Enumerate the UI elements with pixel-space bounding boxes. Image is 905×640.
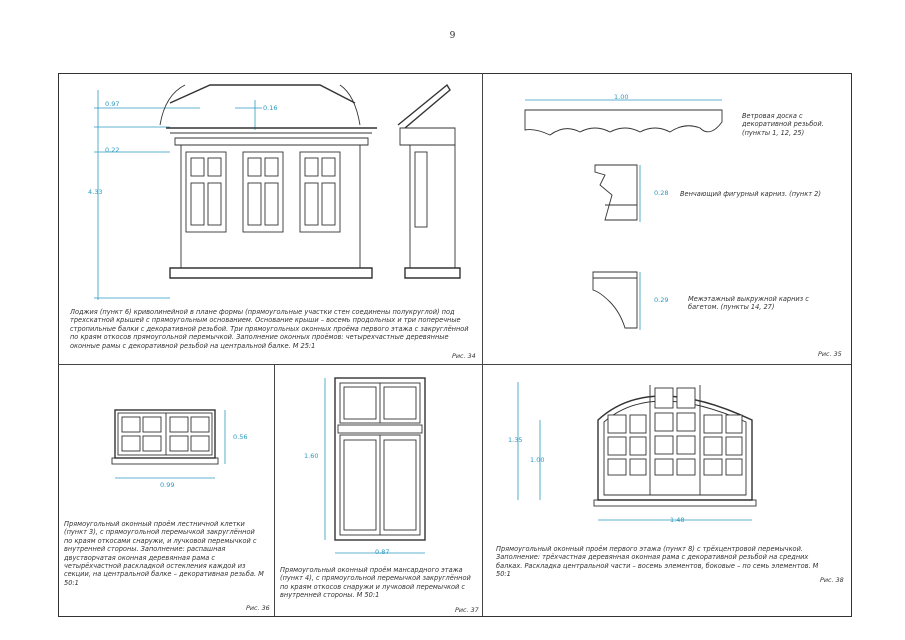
dim-087: 0.87	[375, 548, 390, 556]
dim-016: 0.16	[263, 104, 278, 112]
dim-028: 0.28	[654, 189, 669, 197]
fig37-caption: Прямоугольный оконный проём мансардного …	[280, 566, 471, 600]
grid-vertical-bottom-1	[274, 364, 275, 616]
dim-433: 4.33	[88, 188, 103, 196]
dim-148: 1.48	[670, 516, 685, 524]
dim-100-b: 1.00	[530, 456, 545, 464]
dim-029: 0.29	[654, 296, 669, 304]
page-number: 9	[449, 31, 456, 41]
fig36-label: Рис. 36	[246, 604, 270, 612]
grid-horizontal-middle	[58, 364, 851, 365]
fig35-label: Рис. 35	[818, 350, 842, 358]
drawing-frame	[58, 73, 852, 617]
fig34-label: Рис. 34	[452, 352, 476, 360]
dim-135: 1.35	[508, 436, 523, 444]
dim-022: 0.22	[105, 146, 120, 154]
dim-100: 1.00	[614, 93, 629, 101]
dim-160: 1.60	[304, 452, 319, 460]
fig38-label: Рис. 38	[820, 576, 844, 584]
fig35-item-interfloor-cornice: Межэтажный выкружной карниз с багетом. (…	[688, 295, 809, 312]
fig36-caption: Прямоугольный оконный проём лестничной к…	[64, 520, 264, 587]
fig38-caption: Прямоугольный оконный проём первого этаж…	[496, 545, 819, 579]
fig34-caption: Лоджия (пункт 6) криволинейной в плане ф…	[70, 308, 469, 350]
dim-099: 0.99	[160, 481, 175, 489]
fig35-item-wind-board: Ветровая доска с декоративной резьбой. (…	[742, 112, 824, 137]
grid-vertical-bottom-2	[482, 364, 483, 616]
fig37-label: Рис. 37	[455, 606, 479, 614]
dim-056: 0.56	[233, 433, 248, 441]
grid-vertical-top	[482, 73, 483, 364]
fig35-item-cornice: Венчающий фигурный карниз. (пункт 2)	[680, 190, 821, 198]
dim-097: 0.97	[105, 100, 120, 108]
